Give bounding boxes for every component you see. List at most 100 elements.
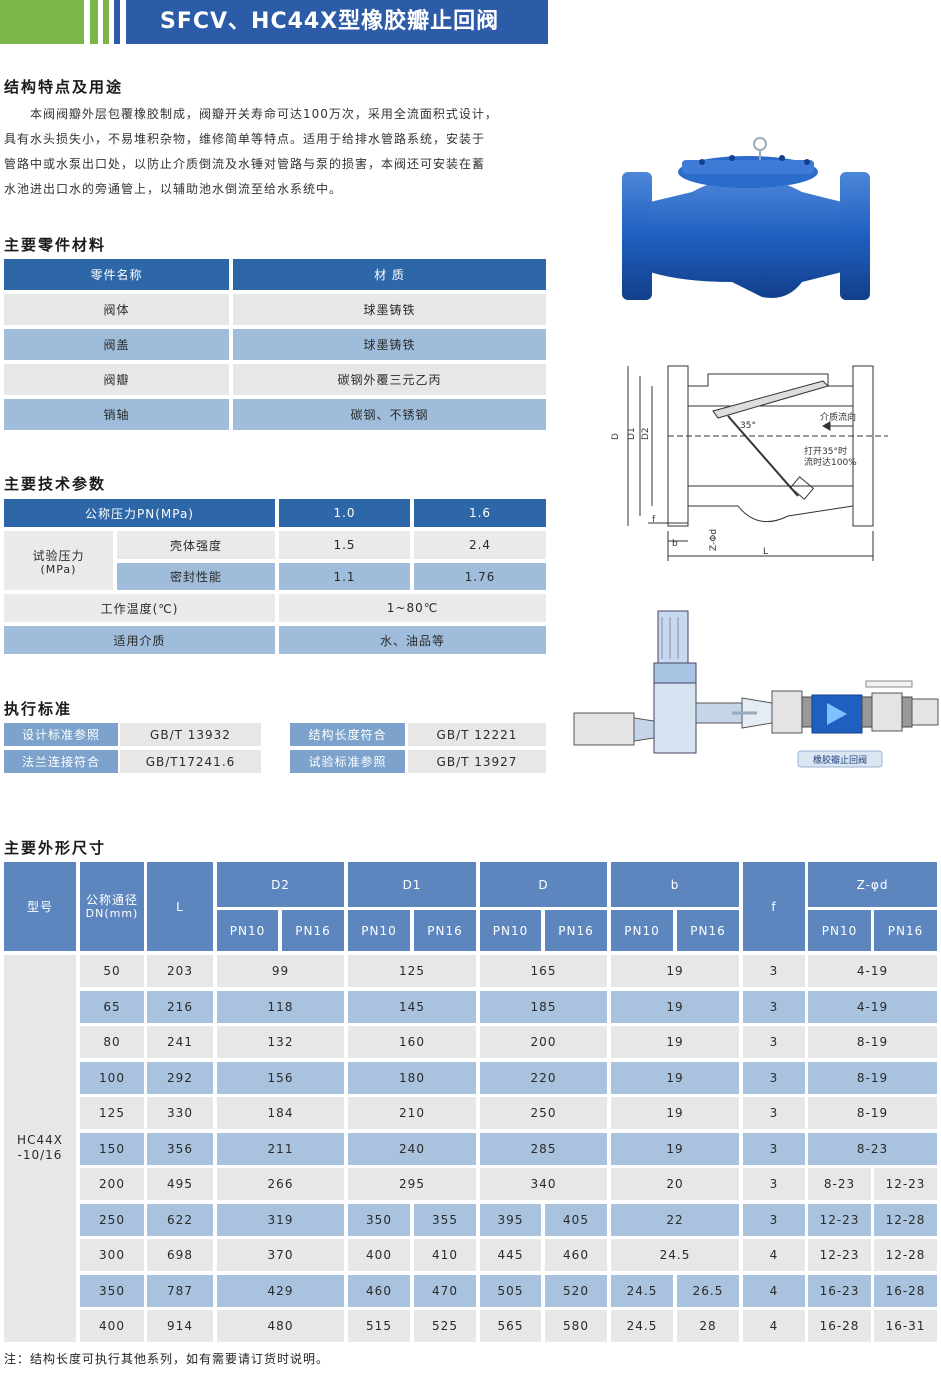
tech-medium-value: 水、油品等 — [279, 626, 546, 654]
dims-cell-D2: 211 — [217, 1133, 344, 1165]
technical-drawing: D D1 D2 L f b Z-Φd 35° 介质流向 打开35°时 流时达10… — [611, 365, 888, 561]
dims-cell-D1-pn10: 350 — [348, 1204, 410, 1236]
dims-cell-D2: 480 — [217, 1310, 344, 1342]
dims-cell-b: 20 — [611, 1168, 739, 1200]
dims-cell-zd-pn16: 12-23 — [874, 1168, 937, 1200]
dims-cell-D1-pn10: 400 — [348, 1239, 410, 1271]
dims-cell-dn: 350 — [80, 1275, 144, 1307]
dims-cell-b-pn16: 28 — [677, 1310, 739, 1342]
standard-label: 设计标准参照 — [4, 723, 118, 746]
page-title: SFCV、HC44X型橡胶瓣止回阀 — [160, 9, 500, 34]
header-stripe — [114, 0, 120, 44]
dims-cell-zd: 8-19 — [808, 1062, 937, 1094]
dims-cell-zd-pn16: 12-28 — [874, 1204, 937, 1236]
dims-cell-D: 285 — [480, 1133, 607, 1165]
materials-header-material: 材 质 — [233, 259, 546, 290]
dims-cell-D2: 429 — [217, 1275, 344, 1307]
dims-cell-D1: 210 — [348, 1097, 476, 1129]
dims-cell-D2: 319 — [217, 1204, 344, 1236]
dims-cell-b: 24.5 — [611, 1239, 739, 1271]
materials-part: 阀瓣 — [4, 364, 229, 395]
dims-cell-D2: 132 — [217, 1026, 344, 1058]
structure-line: 水池进出口水的旁通管上，以辅助池水倒流至给水系统中。 — [4, 182, 343, 196]
dims-cell-zd-pn16: 12-28 — [874, 1239, 937, 1271]
dims-head-pn10: PN10 — [808, 910, 871, 951]
dims-cell-D-pn10: 395 — [480, 1204, 541, 1236]
tech-pn-label: 公称压力PN(MPa) — [4, 499, 275, 527]
structure-text: 本阀阀瓣外层包覆橡胶制成，阀瓣开关寿命可达100万次，采用全流面积式设计， 具有… — [4, 102, 552, 202]
tech-temp-label: 工作温度(℃) — [4, 594, 275, 622]
materials-material: 碳钢外覆三元乙丙 — [233, 364, 546, 395]
dims-cell-b: 19 — [611, 1133, 739, 1165]
dims-cell-D: 165 — [480, 955, 607, 987]
materials-material: 球墨铸铁 — [233, 294, 546, 325]
dims-head-dn-unit: DN(mm) — [85, 906, 139, 920]
dims-model-cell: HC44X-10/16 — [4, 955, 76, 1342]
dims-cell-L: 495 — [147, 1168, 213, 1200]
dims-cell-D-pn10: 565 — [480, 1310, 541, 1342]
dims-cell-D2: 266 — [217, 1168, 344, 1200]
dims-head-model: 型号 — [4, 862, 76, 951]
dims-cell-f: 4 — [743, 1239, 805, 1271]
dims-cell-D2: 118 — [217, 991, 344, 1023]
dims-cell-f: 3 — [743, 991, 805, 1023]
dims-cell-f: 3 — [743, 1026, 805, 1058]
dims-cell-f: 3 — [743, 1204, 805, 1236]
tech-medium-label: 适用介质 — [4, 626, 275, 654]
tech-pn-value: 1.0 — [279, 499, 410, 527]
dims-cell-D1-pn10: 460 — [348, 1275, 410, 1307]
dims-cell-f: 3 — [743, 1133, 805, 1165]
dims-cell-b: 22 — [611, 1204, 739, 1236]
dims-cell-zd-pn10: 12-23 — [808, 1239, 871, 1271]
tech-pn-value: 1.6 — [414, 499, 546, 527]
tech-shell-value: 2.4 — [414, 531, 546, 559]
dims-head-pn10: PN10 — [480, 910, 541, 951]
drawing-angle: 35° — [740, 421, 756, 431]
dims-cell-f: 3 — [743, 1062, 805, 1094]
dims-cell-L: 914 — [147, 1310, 213, 1342]
dims-cell-D1: 240 — [348, 1133, 476, 1165]
dims-cell-L: 622 — [147, 1204, 213, 1236]
dims-cell-D-pn16: 580 — [545, 1310, 607, 1342]
dims-head-D2: D2 — [217, 862, 344, 907]
dims-cell-dn: 50 — [80, 955, 144, 987]
standard-value: GB/T 13927 — [408, 750, 546, 773]
dims-cell-L: 203 — [147, 955, 213, 987]
flow-label: 介质流向 — [820, 411, 856, 423]
dims-cell-dn: 80 — [80, 1026, 144, 1058]
dims-head-dn-label: 公称通径 — [85, 892, 138, 907]
dims-head-pn10: PN10 — [348, 910, 410, 951]
dims-cell-b: 19 — [611, 1026, 739, 1058]
dims-cell-dn: 125 — [80, 1097, 144, 1129]
dims-cell-D: 220 — [480, 1062, 607, 1094]
dims-cell-b: 19 — [611, 1097, 739, 1129]
tech-shell-value: 1.5 — [279, 531, 410, 559]
dims-cell-L: 241 — [147, 1026, 213, 1058]
dims-cell-L: 356 — [147, 1133, 213, 1165]
dims-cell-D1: 160 — [348, 1026, 476, 1058]
standard-value: GB/T 13932 — [120, 723, 261, 746]
installation-diagram: 橡胶瓣止回阀 — [573, 610, 939, 768]
dims-cell-D2: 156 — [217, 1062, 344, 1094]
header-stripe — [103, 0, 109, 44]
structure-title: 结构特点及用途 — [4, 78, 124, 96]
materials-material: 碳钢、不锈钢 — [233, 399, 546, 430]
dims-cell-dn: 65 — [80, 991, 144, 1023]
dims-cell-D: 200 — [480, 1026, 607, 1058]
dims-cell-L: 698 — [147, 1239, 213, 1271]
dims-cell-dn: 400 — [80, 1310, 144, 1342]
dims-cell-D: 185 — [480, 991, 607, 1023]
dims-cell-D: 340 — [480, 1168, 607, 1200]
dims-cell-b: 19 — [611, 955, 739, 987]
install-label: 橡胶瓣止回阀 — [813, 754, 867, 766]
dims-head-f: f — [743, 862, 805, 951]
dims-cell-D1-pn10: 515 — [348, 1310, 410, 1342]
tech-temp-value: 1~80℃ — [279, 594, 546, 622]
tech-shell-label: 壳体强度 — [117, 531, 275, 559]
materials-part: 销轴 — [4, 399, 229, 430]
dims-cell-D1-pn16: 355 — [414, 1204, 476, 1236]
dims-cell-zd-pn16: 16-28 — [874, 1275, 937, 1307]
dims-head-pn16: PN16 — [545, 910, 607, 951]
header-stripe — [90, 0, 98, 44]
